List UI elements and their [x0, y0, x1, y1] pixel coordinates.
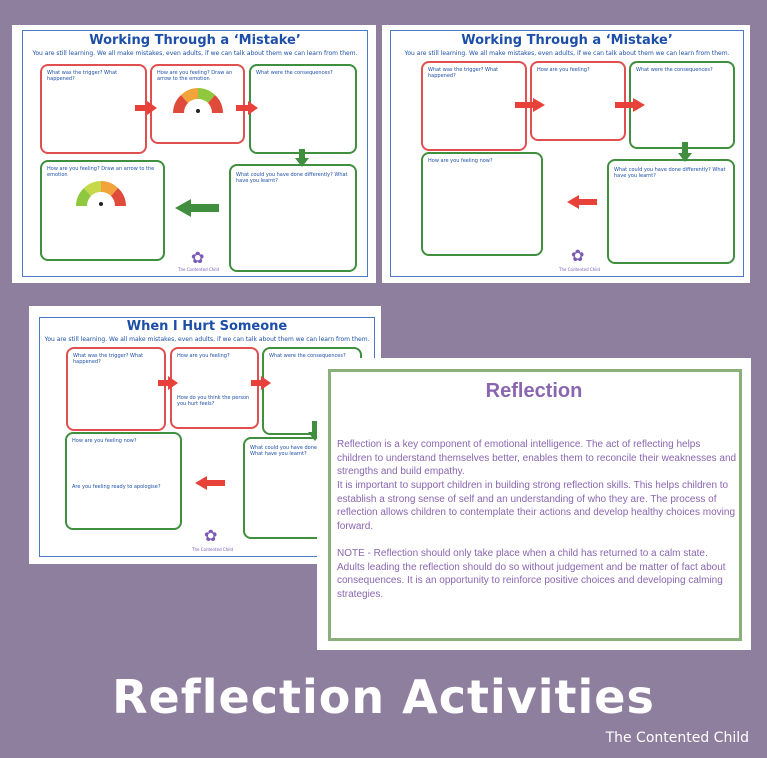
differently-question: What could you have done differently? Wh…	[236, 172, 348, 184]
arrow-left-icon	[175, 199, 219, 217]
consequences-box: What were the consequences?	[249, 64, 357, 154]
feeling-box: How are you feeling?	[530, 61, 626, 141]
headline: Reflection Activities	[112, 670, 655, 724]
emotion-gauge-icon	[76, 181, 126, 206]
worksheet-mistake-plain: Working Through a ‘Mistake’ You are stil…	[382, 25, 750, 283]
differently-question: What could you have done differently? Wh…	[250, 445, 347, 457]
feeling-question: How are you feeling? Draw an arrow to th…	[157, 70, 233, 82]
worksheet-footer: The Contented Child	[192, 547, 233, 552]
worksheet-title: Working Through a ‘Mistake’	[461, 33, 673, 48]
flower-logo-icon: ✿	[204, 528, 218, 545]
arrow-right-icon	[251, 376, 271, 390]
arrow-right-icon	[515, 98, 545, 112]
feeling-now-box: How are you feeling now?	[421, 152, 543, 256]
trigger-box: What was the trigger? What happened?	[40, 64, 147, 154]
feeling-now-box: How are you feeling? Draw an arrow to th…	[40, 160, 165, 261]
feeling-now-box: How are you feeling now? Are you feeling…	[65, 432, 182, 530]
arrow-right-icon	[236, 101, 258, 115]
consequences-question: What were the consequences?	[269, 353, 346, 359]
worksheet-border: Working Through a ‘Mistake’ You are stil…	[390, 30, 744, 277]
worksheet-footer: The Contented Child	[559, 267, 600, 272]
differently-box: What could you have done differently? Wh…	[229, 164, 357, 272]
arrow-right-icon	[135, 101, 157, 115]
trigger-question: What was the trigger? What happened?	[428, 67, 499, 79]
consequences-question: What were the consequences?	[256, 70, 333, 76]
worksheet-subtitle: You are still learning. We all make mist…	[404, 50, 730, 57]
worksheet-title: Working Through a ‘Mistake’	[89, 33, 301, 48]
worksheet-title: When I Hurt Someone	[126, 319, 288, 334]
arrow-left-icon	[567, 195, 597, 209]
apologise-question: Are you feeling ready to apologise?	[72, 484, 161, 490]
feeling-box: How are you feeling? Draw an arrow to th…	[150, 64, 245, 144]
arrow-down-icon	[295, 149, 309, 167]
feeling-now-question: How are you feeling? Draw an arrow to th…	[47, 166, 155, 178]
brand-name: The Contented Child	[605, 730, 749, 746]
reflection-frame	[328, 369, 742, 641]
arrow-right-icon	[615, 98, 645, 112]
reflection-title: Reflection	[485, 380, 583, 402]
trigger-box: What was the trigger? What happened?	[421, 61, 527, 151]
differently-question: What could you have done differently? Wh…	[614, 167, 726, 179]
worksheet-mistake-with-gauges: Working Through a ‘Mistake’ You are stil…	[12, 25, 376, 283]
trigger-box: What was the trigger? What happened?	[66, 347, 166, 431]
reflection-paragraph-2: It is important to support children in b…	[337, 480, 736, 532]
arrow-left-icon	[195, 476, 225, 490]
reflection-paragraph-1: Reflection is a key component of emotion…	[337, 439, 737, 478]
feeling-now-question: How are you feeling now?	[428, 158, 493, 164]
worksheet-footer: The Contented Child	[178, 267, 219, 272]
flower-logo-icon: ✿	[571, 248, 585, 265]
other-person-question: How do you think the person you hurt fee…	[177, 395, 250, 407]
differently-box: What could you have done differently? Wh…	[607, 159, 735, 264]
feeling-now-question: How are you feeling now?	[72, 438, 137, 444]
worksheet-border: Working Through a ‘Mistake’ You are stil…	[22, 30, 368, 277]
trigger-question: What was the trigger? What happened?	[47, 70, 118, 82]
flower-logo-icon: ✿	[191, 250, 205, 267]
consequences-box: What were the consequences?	[629, 61, 735, 149]
feeling-box: How are you feeling? How do you think th…	[170, 347, 259, 429]
arrow-right-icon	[158, 376, 178, 390]
trigger-question: What was the trigger? What happened?	[73, 353, 144, 365]
reflection-note: NOTE - Reflection should only take place…	[337, 548, 726, 600]
arrow-down-icon	[678, 142, 692, 162]
reflection-card: Reflection Reflection is a key component…	[317, 358, 751, 650]
emotion-gauge-icon	[173, 88, 223, 113]
feeling-question: How are you feeling?	[537, 67, 590, 73]
feeling-question: How are you feeling?	[177, 353, 230, 359]
worksheet-subtitle: You are still learning. We all make mist…	[32, 50, 358, 57]
consequences-question: What were the consequences?	[636, 67, 713, 73]
worksheet-subtitle: You are still learning. We all make mist…	[44, 336, 370, 343]
